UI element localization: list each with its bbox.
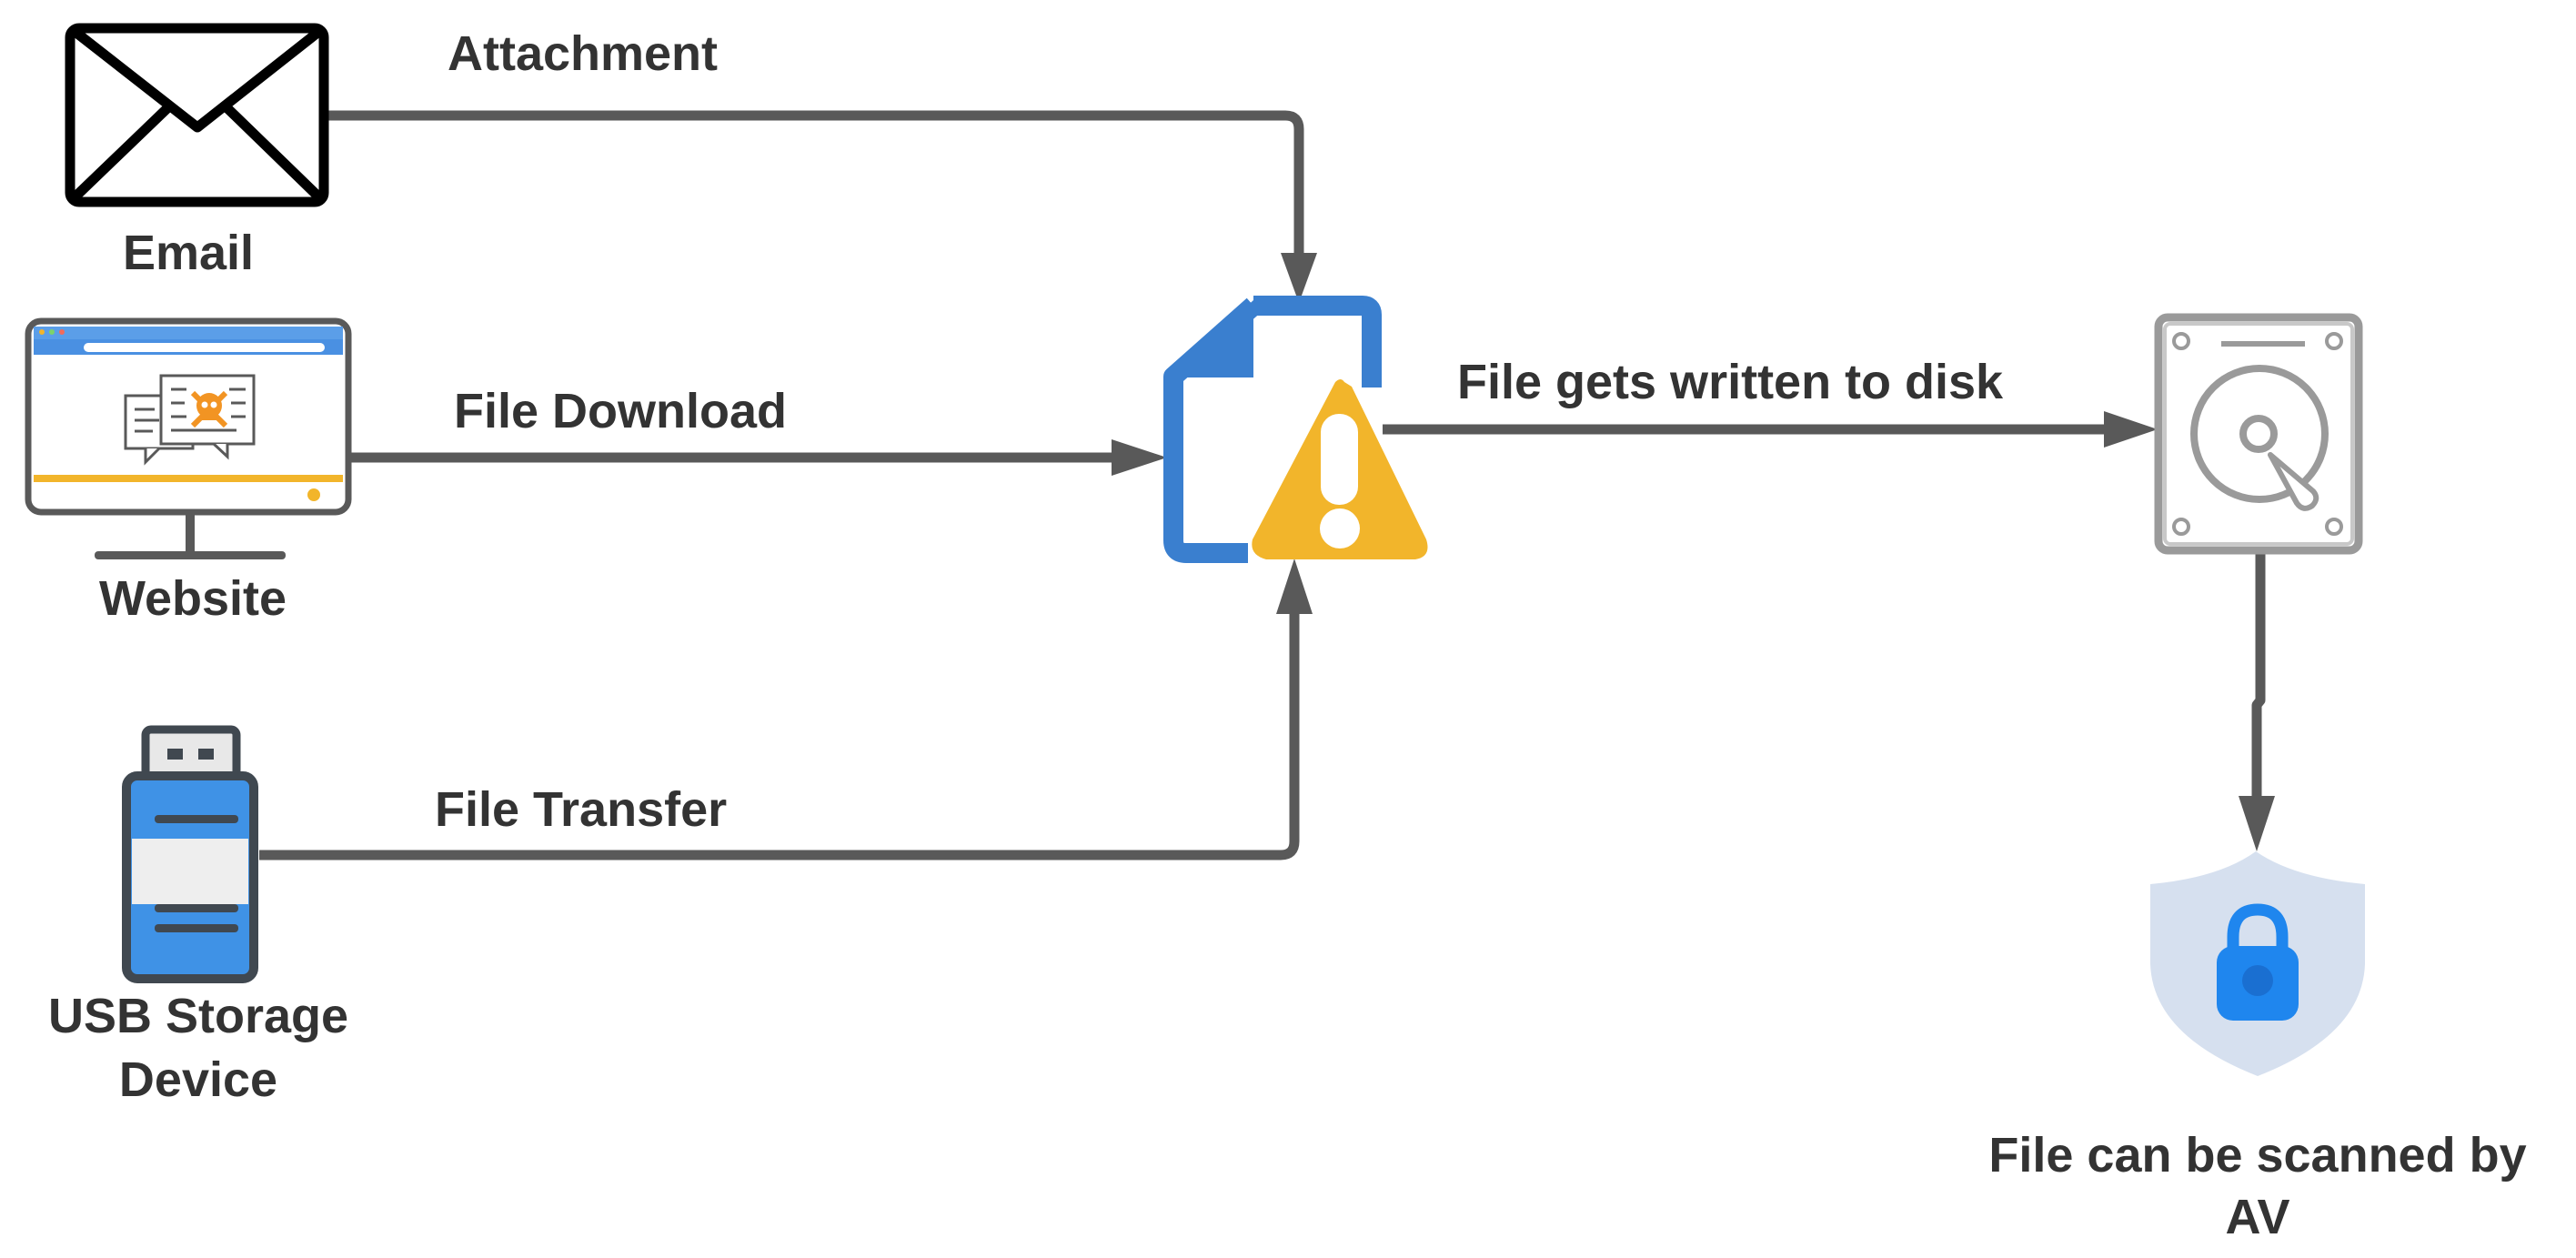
node-label-usb-line2: Device [119,1052,277,1107]
edge-email-to-file [327,110,1317,303]
hard-disk-icon [2154,313,2363,555]
node-file [1163,296,1428,563]
skull-icon [190,390,228,428]
malicious-website-monitor-icon [25,317,352,559]
edge-disk-to-av [2239,550,2275,851]
edge-label-file-download: File Download [454,384,787,438]
node-email: Email [65,23,329,280]
shield-lock-icon [2150,851,2365,1076]
node-usb: USB Storage Device [48,725,348,1107]
edge-file-to-disk [1383,411,2158,448]
edge-label-attachment: Attachment [448,26,718,81]
node-av: File can be scanned by AV [1988,851,2527,1244]
node-label-usb-line1: USB Storage [48,989,348,1043]
node-label-av-line2: AV [2225,1190,2289,1244]
node-label-av-line1: File can be scanned by [1988,1128,2526,1183]
envelope-icon [65,23,329,207]
node-label-website: Website [99,571,287,626]
edge-usb-to-file [259,559,1313,860]
node-disk [2154,313,2363,555]
usb-drive-icon [122,725,258,983]
file-warning-icon [1163,296,1428,563]
edge-label-file-written-to-disk: File gets written to disk [1457,355,2004,409]
node-label-email: Email [123,226,254,280]
edge-website-to-file [350,439,1167,476]
edge-label-file-transfer: File Transfer [435,782,727,837]
node-website: Website [25,317,352,626]
